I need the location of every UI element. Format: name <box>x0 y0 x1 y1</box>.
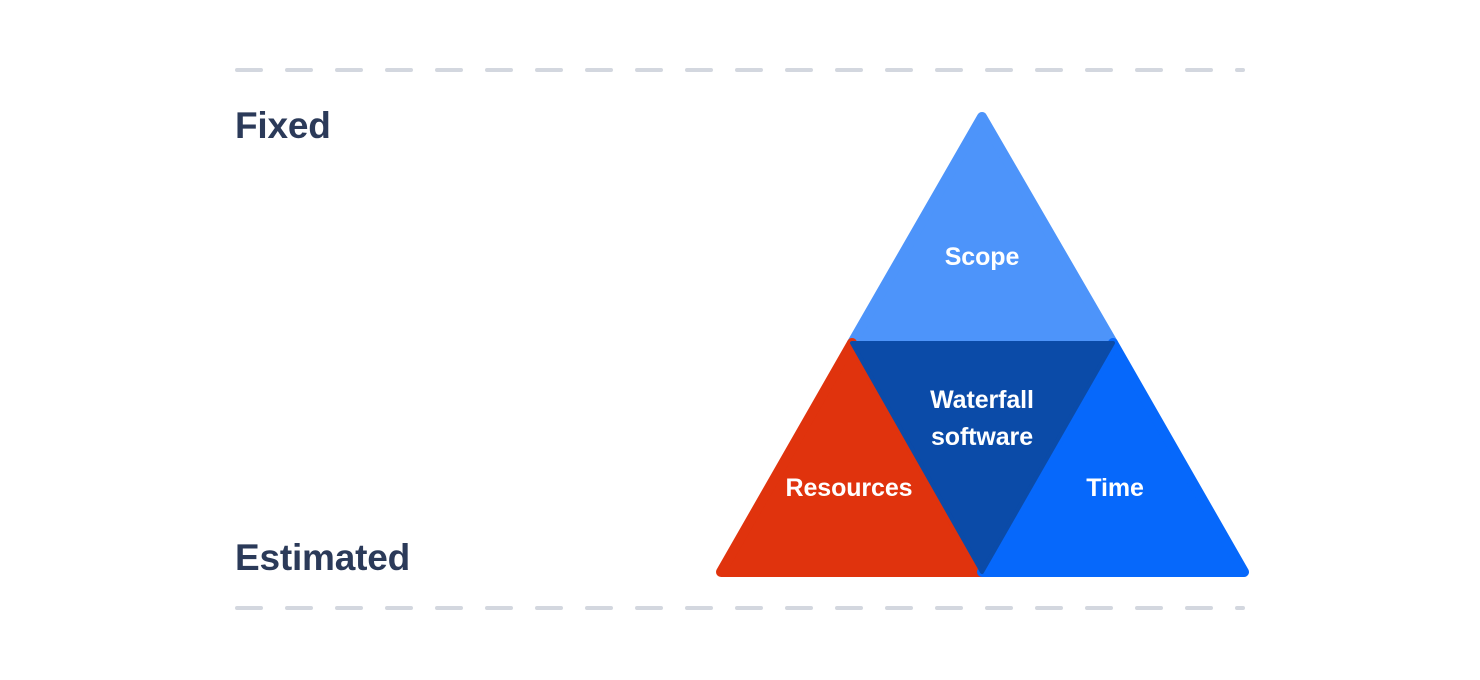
dash-segment <box>985 606 1013 610</box>
dashed-rule-bottom <box>235 606 1245 610</box>
triangle-svg: Scope Waterfall software Resources Time <box>716 112 1249 577</box>
dash-segment <box>685 68 713 72</box>
dash-segment <box>785 606 813 610</box>
axis-label-fixed: Fixed <box>235 105 331 146</box>
dash-segment <box>635 606 663 610</box>
dash-segment <box>485 68 513 72</box>
dash-segment <box>785 68 813 72</box>
dash-segment <box>835 606 863 610</box>
dash-segment <box>1135 68 1163 72</box>
dash-segment <box>485 606 513 610</box>
segment-label-time: Time <box>1086 474 1144 502</box>
segment-label-scope: Scope <box>945 243 1020 271</box>
dash-segment <box>1135 606 1163 610</box>
dash-segment <box>1085 606 1113 610</box>
dashed-rule-top <box>235 68 1245 72</box>
dash-segment <box>935 68 963 72</box>
dash-segment <box>335 68 363 72</box>
dash-segment <box>585 68 613 72</box>
segment-scope[interactable] <box>847 112 1118 348</box>
constraint-triangle: Scope Waterfall software Resources Time <box>700 100 1270 600</box>
dash-segment <box>285 68 313 72</box>
dash-segment <box>235 606 263 610</box>
dash-segment <box>635 68 663 72</box>
segment-label-center-line1: Waterfall <box>930 386 1034 414</box>
dash-segment <box>1185 606 1213 610</box>
dash-segment <box>935 606 963 610</box>
segment-label-center-line2: software <box>931 423 1033 451</box>
dash-segment <box>285 606 313 610</box>
dash-segment <box>685 606 713 610</box>
dash-segment <box>335 606 363 610</box>
dash-segment <box>1035 606 1063 610</box>
dash-segment <box>435 606 463 610</box>
dash-segment <box>1235 68 1245 72</box>
dash-segment <box>885 68 913 72</box>
dash-segment <box>585 606 613 610</box>
dash-segment <box>735 606 763 610</box>
segment-label-resources: Resources <box>786 474 913 502</box>
dash-segment <box>535 68 563 72</box>
dash-segment <box>1035 68 1063 72</box>
dash-segment <box>1185 68 1213 72</box>
dash-segment <box>535 606 563 610</box>
dash-segment <box>1085 68 1113 72</box>
axis-label-estimated: Estimated <box>235 537 411 578</box>
dash-segment <box>235 68 263 72</box>
dash-segment <box>885 606 913 610</box>
segment-center[interactable] <box>850 341 1115 574</box>
dash-segment <box>385 68 413 72</box>
dash-segment <box>385 606 413 610</box>
dash-segment <box>985 68 1013 72</box>
dash-segment <box>735 68 763 72</box>
dash-segment <box>435 68 463 72</box>
dash-segment <box>1235 606 1245 610</box>
dash-segment <box>835 68 863 72</box>
